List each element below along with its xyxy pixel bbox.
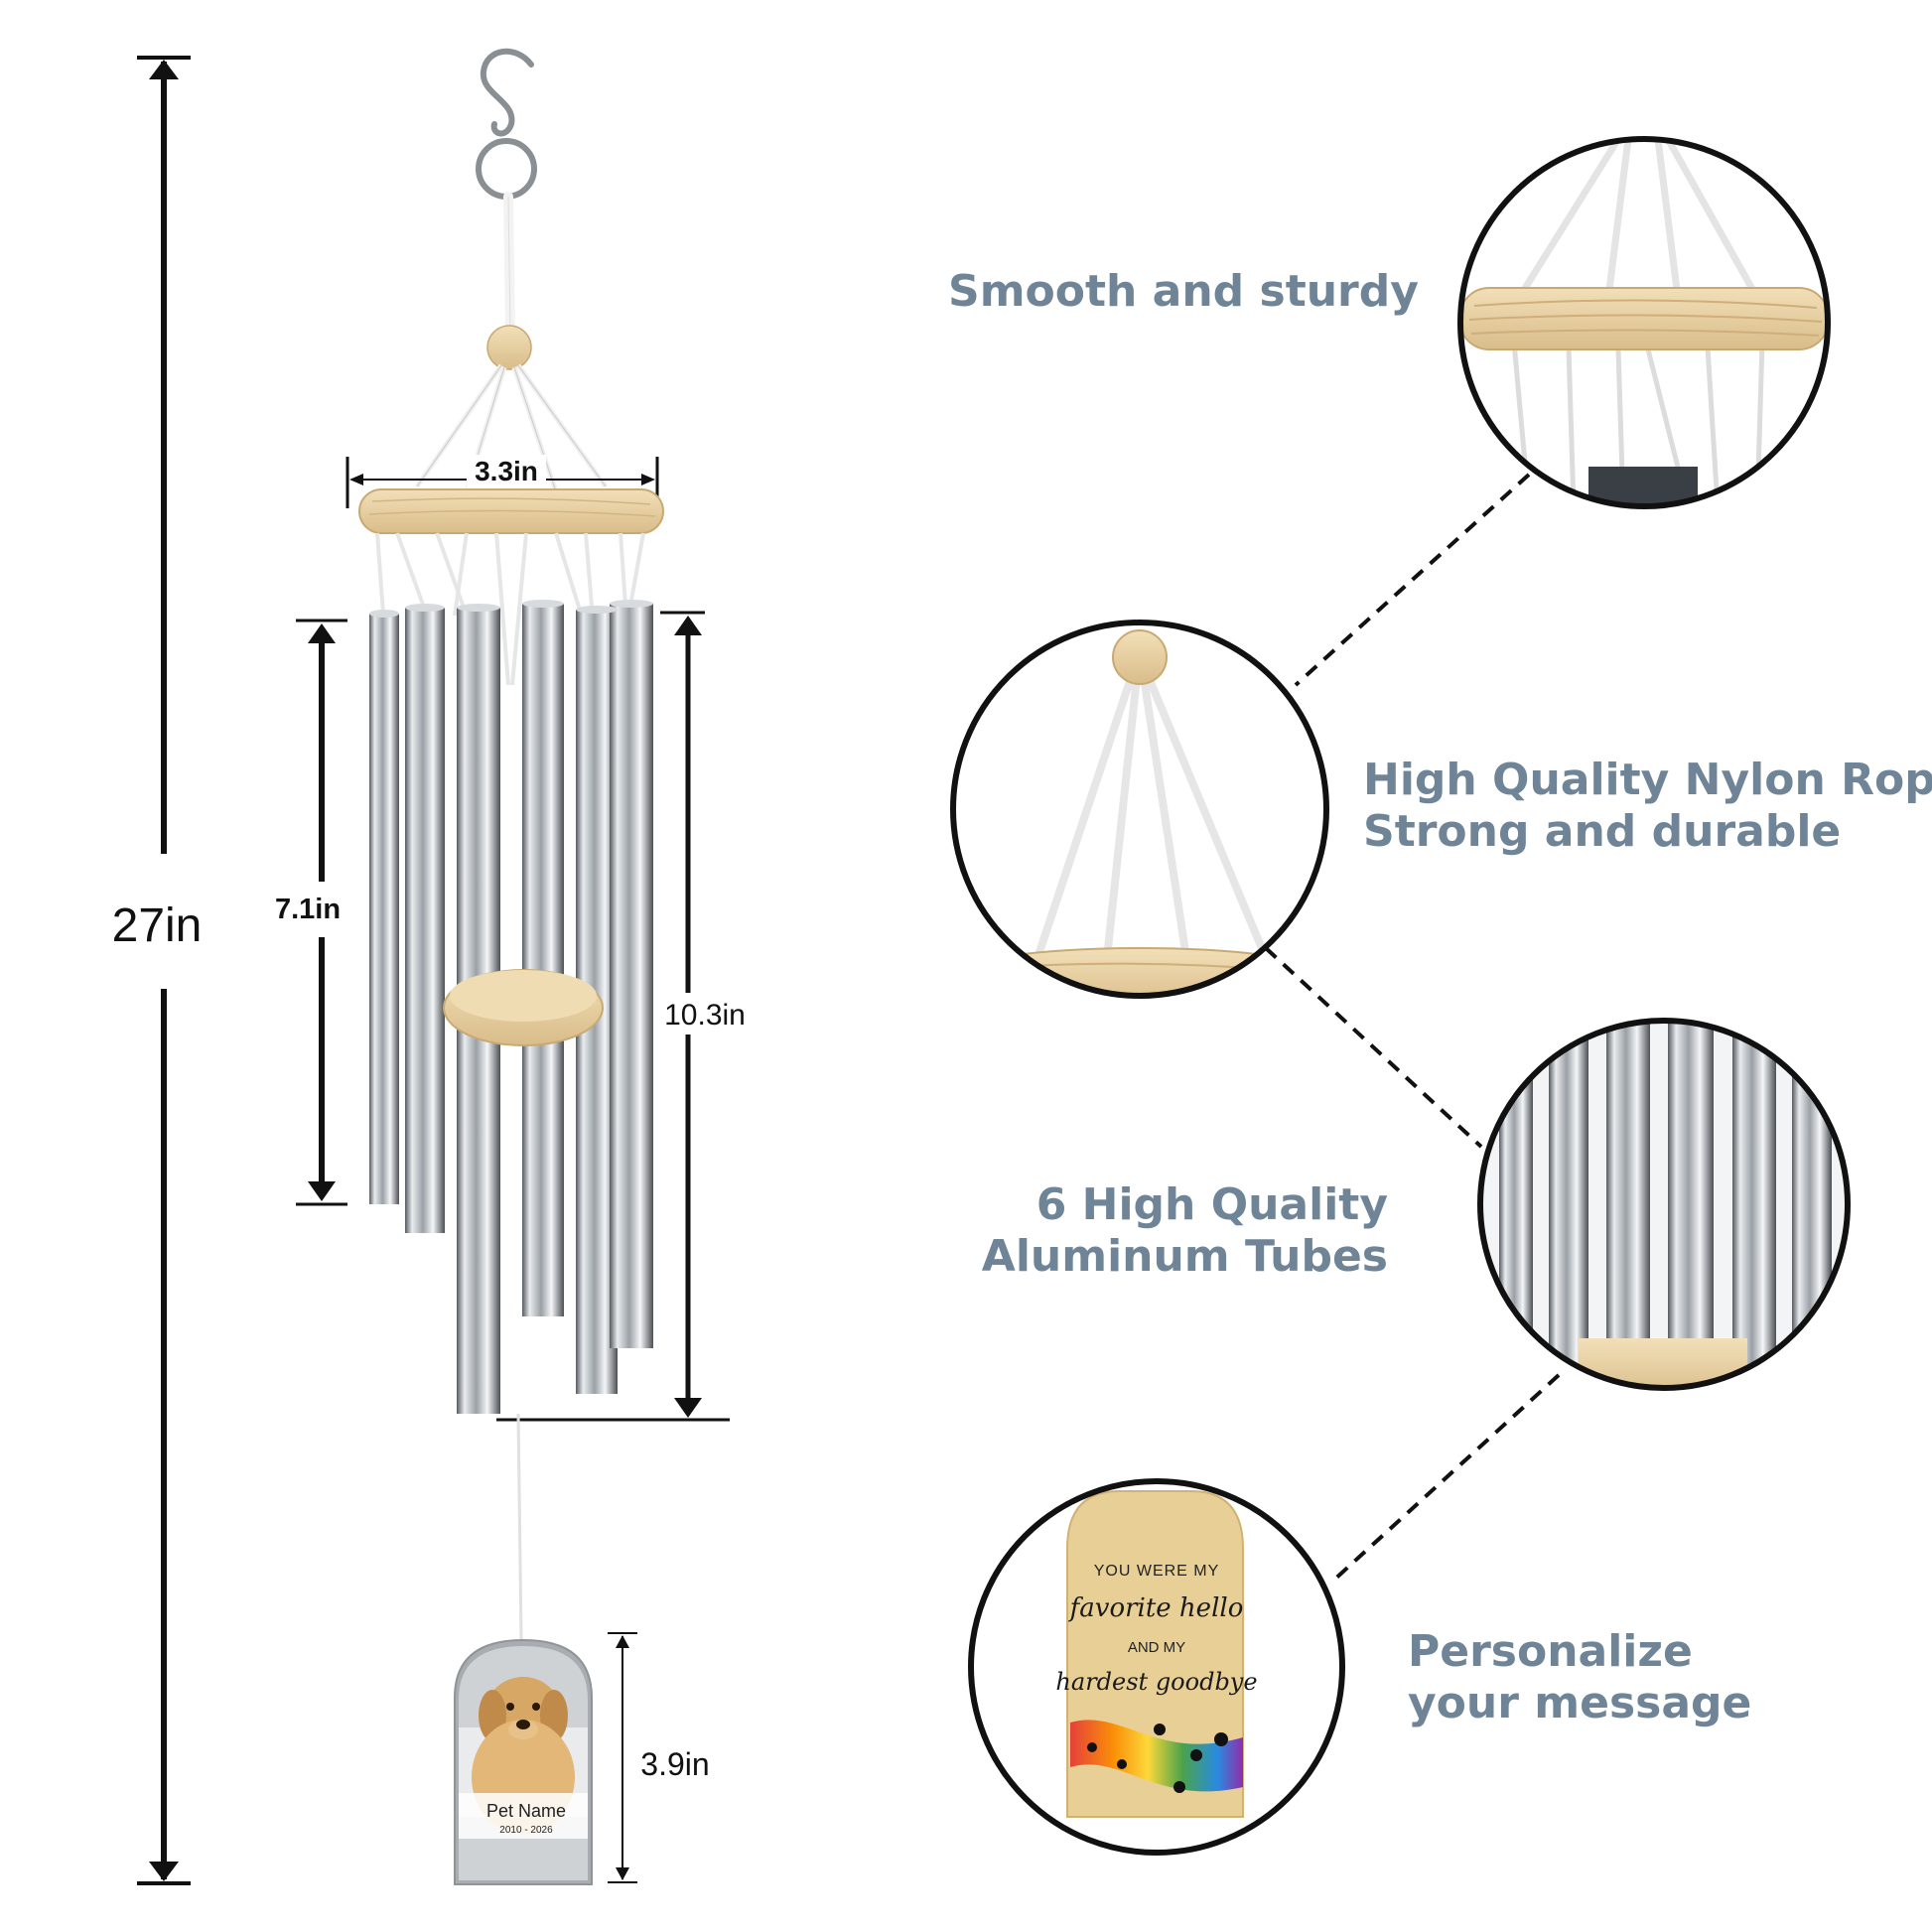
- detail-circle-tubes: [1477, 1018, 1851, 1391]
- short-tube-label: 7.1in: [275, 894, 341, 925]
- message-line-2: favorite hello: [1068, 1593, 1244, 1623]
- feature-tubes-line1: 6 High Quality: [1036, 1179, 1388, 1230]
- short-tube-dimension: 7.1in: [275, 619, 347, 1206]
- detail-circle-message: YOU WERE MY favorite hello AND MY hardes…: [968, 1478, 1345, 1856]
- feature-rope-line1: High Quality Nylon Rope: [1363, 755, 1932, 805]
- paw-prints: [1087, 1724, 1228, 1793]
- detail-circle-wood-ring: [1457, 136, 1831, 509]
- pet-photo-tag: Pet Name 2010 - 2026: [454, 1638, 593, 1885]
- top-wooden-ring: [358, 488, 664, 534]
- rainbow-graphic: [1070, 1720, 1243, 1792]
- long-tube-label: 10.3in: [664, 999, 746, 1032]
- total-height-label: 27in: [112, 899, 203, 952]
- feature-wood-ring: Smooth and sturdy: [948, 266, 1419, 317]
- tube-2: [405, 608, 445, 1233]
- wooden-bead: [486, 325, 532, 370]
- tag-height-label: 3.9in: [640, 1746, 709, 1782]
- message-line-1: YOU WERE MY: [1094, 1563, 1220, 1580]
- message-line-4: hardest goodbye: [1055, 1668, 1257, 1696]
- feature-rope-line2: Strong and durable: [1363, 806, 1841, 857]
- detail-circle-rope: [950, 620, 1329, 999]
- ring-width-label: 3.3in: [475, 456, 538, 486]
- tube-4: [522, 604, 564, 1316]
- message-line-3: AND MY: [1128, 1639, 1185, 1656]
- ring-width-dimension: 3.3in: [345, 455, 659, 508]
- long-tube-dimension: 10.3in: [496, 611, 747, 1422]
- total-height-dimension: 27in: [112, 56, 203, 1885]
- hanging-hook: [476, 48, 537, 338]
- tube-1: [369, 614, 399, 1204]
- tube-6: [610, 604, 653, 1348]
- feature-message-line2: your message: [1408, 1678, 1751, 1728]
- pet-name: Pet Name: [486, 1801, 566, 1821]
- tag-height-dimension: 3.9in: [608, 1632, 710, 1883]
- pet-years: 2010 - 2026: [499, 1825, 553, 1836]
- wooden-striker: [443, 969, 604, 1046]
- connector-lines: [1264, 473, 1561, 1583]
- feature-message-line1: Personalize: [1408, 1626, 1693, 1677]
- feature-tubes-line2: Aluminum Tubes: [982, 1231, 1388, 1282]
